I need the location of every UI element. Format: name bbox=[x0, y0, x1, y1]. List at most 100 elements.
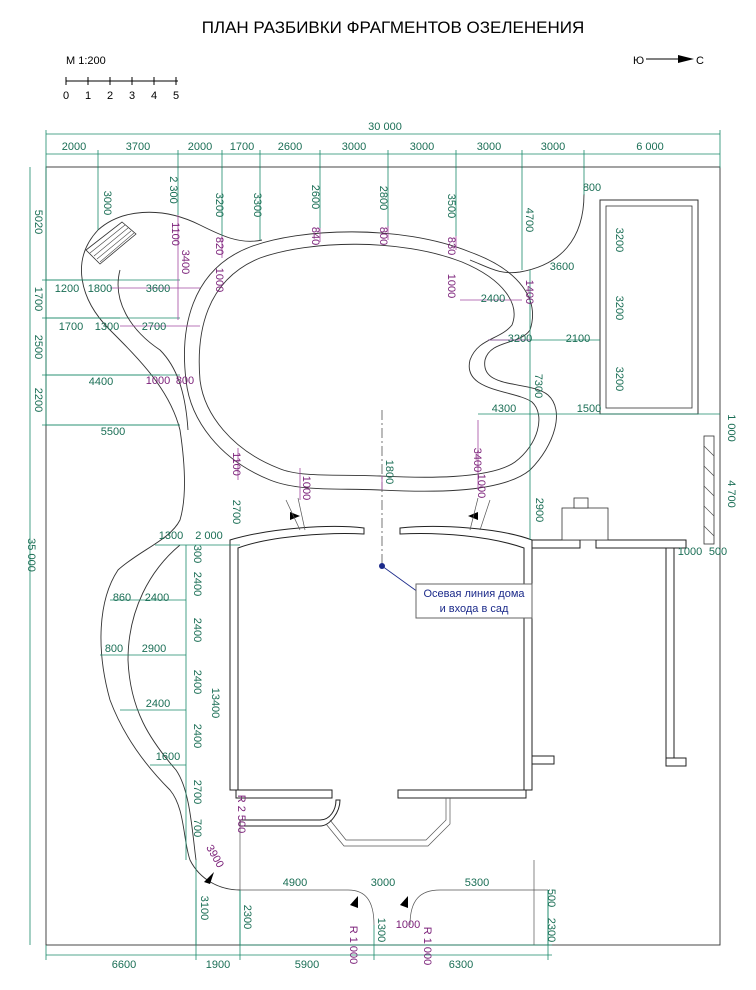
dim-p-1000-e: 1000 bbox=[475, 474, 487, 498]
dim-g-7300: 7300 bbox=[532, 374, 544, 398]
dim-g-3000: 3000 bbox=[101, 191, 113, 215]
dim-p-800-b: 800 bbox=[176, 375, 194, 387]
dim-total-width: 30 000 bbox=[368, 121, 402, 133]
north-arrow: Ю С bbox=[633, 55, 704, 67]
dim-g-2400-e: 2400 bbox=[191, 670, 203, 694]
dim-right-500: 500 bbox=[709, 546, 727, 558]
dim-g-3200: 3200 bbox=[213, 193, 225, 217]
path-curve-west-inner-2 bbox=[127, 544, 197, 861]
drawing-title: ПЛАН РАЗБИВКИ ФРАГМЕНТОВ ОЗЕЛЕНЕНИЯ bbox=[202, 18, 585, 37]
dim-g-3200-bed-2: 3200 bbox=[613, 296, 625, 320]
dim-right-500-b: 500 bbox=[545, 889, 557, 907]
scale-tick-0: 0 bbox=[63, 90, 69, 102]
greenhouse-bed bbox=[599, 199, 699, 415]
dim-g-1300-b: 1300 bbox=[159, 530, 183, 542]
dim-top-9: 3000 bbox=[541, 141, 565, 153]
dim-top-1: 2000 bbox=[62, 141, 86, 153]
note-line-1: Осевая линия дома bbox=[423, 588, 525, 600]
dim-p-1000-f: 1000 bbox=[396, 919, 420, 931]
dim-g-2400-f: 2400 bbox=[191, 724, 203, 748]
scale-tick-2: 2 bbox=[107, 90, 113, 102]
south-letter: Ю bbox=[633, 55, 644, 67]
dim-g-700: 700 bbox=[191, 819, 203, 837]
dim-g-2300: 2 300 bbox=[167, 176, 179, 204]
scale-tick-3: 3 bbox=[129, 90, 135, 102]
dim-left-1: 5020 bbox=[32, 210, 44, 234]
bench-hatched bbox=[85, 221, 137, 265]
dim-p-r1000-a: R 1 000 bbox=[347, 926, 359, 965]
dim-g-3000-bottom: 3000 bbox=[371, 877, 395, 889]
dim-p-1000-b: 1000 bbox=[213, 268, 225, 292]
dim-g-1800-axis: 1800 bbox=[383, 460, 395, 484]
dim-g-2400-c: 2400 bbox=[191, 572, 203, 596]
dim-p-840: 840 bbox=[309, 227, 321, 245]
dim-g-3200-bed-3: 3200 bbox=[613, 367, 625, 391]
dim-g-13400: 13400 bbox=[209, 688, 221, 719]
purple-dimension-labels: 1100 820 840 800 830 1000 1400 3400 1000… bbox=[146, 222, 535, 965]
dim-right-1000: 1 000 bbox=[725, 414, 737, 442]
dim-p-1000-a: 1000 bbox=[445, 274, 457, 298]
dim-bottom-2: 1900 bbox=[206, 959, 230, 971]
dim-top-4: 1700 bbox=[230, 141, 254, 153]
dim-right-1000-b: 1000 bbox=[678, 546, 702, 558]
dim-g-2400-a: 2400 bbox=[145, 592, 169, 604]
dim-g-1300-c: 1300 bbox=[375, 918, 387, 942]
dim-g-2100: 2100 bbox=[566, 333, 590, 345]
dim-g-2400-d: 2400 bbox=[191, 618, 203, 642]
path-curve-west-inner bbox=[117, 269, 189, 431]
path-curve-northeast bbox=[469, 193, 585, 274]
house-axis-line bbox=[379, 410, 419, 593]
dim-g-2400-east: 2400 bbox=[481, 293, 505, 305]
dim-g-3200-bed-1: 3200 bbox=[613, 228, 625, 252]
dim-bottom-4: 6300 bbox=[449, 959, 473, 971]
dim-g-1600: 1600 bbox=[156, 751, 180, 763]
dim-g-1700: 1700 bbox=[59, 321, 83, 333]
dim-g-4900: 4900 bbox=[283, 877, 307, 889]
dim-g-3600: 3600 bbox=[550, 261, 574, 273]
internal-green-dim-lines bbox=[46, 167, 720, 946]
dim-g-3100: 3100 bbox=[198, 896, 210, 920]
dim-g-3600-west: 3600 bbox=[146, 283, 170, 295]
dim-g-5300: 5300 bbox=[465, 877, 489, 889]
dim-left-4: 2200 bbox=[32, 388, 44, 412]
dim-g-3300: 3300 bbox=[251, 193, 263, 217]
note-line-2: и входа в сад bbox=[440, 603, 509, 615]
scale-tick-5: 5 bbox=[173, 90, 179, 102]
dim-g-2900-b: 2900 bbox=[142, 643, 166, 655]
scale-tick-4: 4 bbox=[151, 90, 157, 102]
dim-top-8: 3000 bbox=[477, 141, 501, 153]
dim-g-3200-east: 3200 bbox=[508, 333, 532, 345]
dim-p-820: 820 bbox=[213, 237, 225, 255]
dim-top-2: 3700 bbox=[126, 141, 150, 153]
dim-g-4300: 4300 bbox=[492, 403, 516, 415]
dim-top-10: 6 000 bbox=[636, 141, 664, 153]
dim-p-3900: 3900 bbox=[203, 843, 226, 870]
house-walls bbox=[229, 526, 533, 890]
dim-top-6: 3000 bbox=[342, 141, 366, 153]
bottom-dimension-chain: 6600 1900 5900 6300 bbox=[45, 890, 552, 971]
dim-g-1800: 1800 bbox=[88, 283, 112, 295]
dim-p-1100-b: 1100 bbox=[230, 452, 242, 476]
scale-tick-1: 1 bbox=[85, 90, 91, 102]
dim-g-300: 300 bbox=[191, 545, 203, 563]
dim-g-2600: 2600 bbox=[309, 185, 321, 209]
dim-left-3: 2500 bbox=[32, 335, 44, 359]
lawn-outline-outer bbox=[184, 231, 557, 492]
right-dimension-labels: 1 000 4 700 1000 500 500 2300 bbox=[545, 414, 737, 942]
dim-top-7: 3000 bbox=[410, 141, 434, 153]
dim-g-1300-a: 1300 bbox=[95, 321, 119, 333]
dim-p-1100-a: 1100 bbox=[169, 222, 181, 246]
dim-g-860: 860 bbox=[113, 592, 131, 604]
dim-g-3500: 3500 bbox=[445, 194, 457, 218]
dim-g-2900-a: 2900 bbox=[533, 498, 545, 522]
dim-g-1200: 1200 bbox=[55, 283, 79, 295]
entrance-markers bbox=[285, 497, 491, 531]
dim-g-4400: 4400 bbox=[89, 376, 113, 388]
dim-p-800-a: 800 bbox=[377, 227, 389, 245]
dim-g-4700: 4700 bbox=[523, 208, 535, 232]
dim-p-r2500: R 2 500 bbox=[235, 795, 247, 834]
dim-right-2300: 2300 bbox=[545, 918, 557, 942]
path-curve-west-outer bbox=[81, 229, 241, 891]
dim-bottom-1: 6600 bbox=[112, 959, 136, 971]
